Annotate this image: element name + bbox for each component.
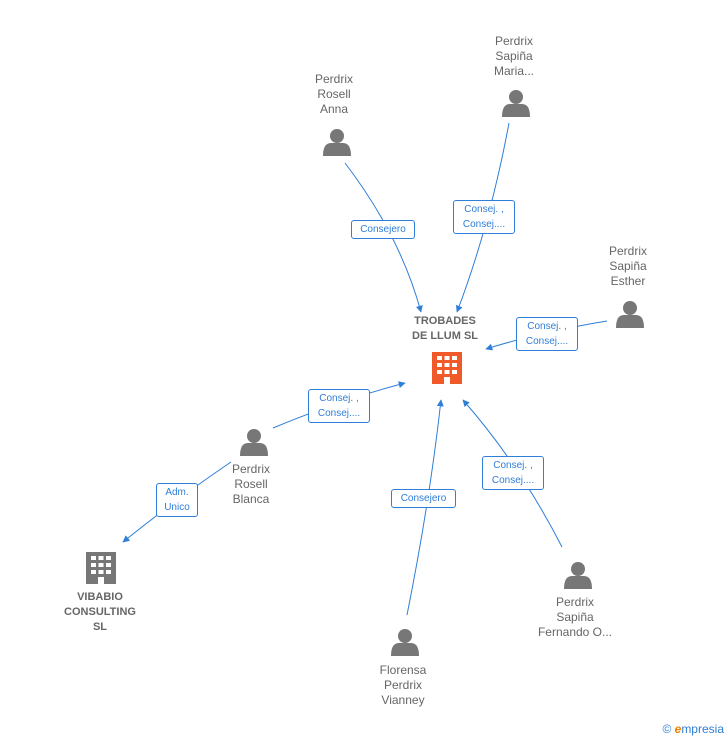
person-label-line: Fernando O... xyxy=(537,625,613,639)
company-label-line: VIBABIO xyxy=(77,591,123,603)
person-label-line: Anna xyxy=(319,102,349,116)
company-label-trobades[interactable]: TROBADES DE LLUM SL xyxy=(395,314,495,344)
edge-label-line: Consej.... xyxy=(462,219,506,230)
person-label-line: Rosell xyxy=(234,477,268,491)
person-label-sapina-maria[interactable]: Perdrix Sapiña Maria... xyxy=(474,34,554,79)
person-icon-sapina-maria[interactable] xyxy=(502,90,530,117)
person-label-line: Esther xyxy=(610,274,646,288)
edge-label-line: Adm. xyxy=(165,487,189,498)
copyright-symbol: © xyxy=(662,722,672,736)
edge-label-anna[interactable]: Consejero xyxy=(351,220,415,239)
person-label-line: Perdrix xyxy=(231,462,270,476)
company-label-line: DE LLUM SL xyxy=(412,330,478,342)
person-label-line: Perdrix xyxy=(314,72,353,86)
person-label-line: Maria... xyxy=(493,64,534,78)
person-label-rosell-anna[interactable]: Perdrix Rosell Anna xyxy=(294,72,374,117)
edge-label-admin[interactable]: Adm. Unico xyxy=(156,483,198,517)
building-icon-vibabio[interactable] xyxy=(86,552,116,584)
edge-label-line: Consejero xyxy=(400,493,447,504)
building-icon-trobades[interactable] xyxy=(432,352,462,384)
person-label-line: Perdrix xyxy=(383,678,422,692)
person-label-line: Rosell xyxy=(317,87,351,101)
person-label-line: Perdrix xyxy=(555,595,594,609)
edge-label-blanca[interactable]: Consej. , Consej.... xyxy=(308,389,370,423)
person-icon-rosell-blanca[interactable] xyxy=(240,429,268,456)
person-label-rosell-blanca[interactable]: Perdrix Rosell Blanca xyxy=(211,462,291,507)
person-label-line: Sapiña xyxy=(556,610,594,624)
person-label-line: Perdrix xyxy=(494,34,533,48)
person-label-line: Vianney xyxy=(381,693,425,707)
person-label-florensa[interactable]: Florensa Perdrix Vianney xyxy=(363,663,443,708)
edge-label-line: Consej.... xyxy=(525,336,569,347)
edge-label-line: Consej. , xyxy=(319,393,359,404)
company-label-line: SL xyxy=(92,621,108,633)
company-label-line: TROBADES xyxy=(414,315,476,327)
edge-label-maria[interactable]: Consej. , Consej.... xyxy=(453,200,515,234)
edge-label-line: Consej.... xyxy=(491,475,535,486)
person-label-line: Sapiña xyxy=(609,259,647,273)
person-icon-rosell-anna[interactable] xyxy=(323,129,351,156)
edge-label-esther[interactable]: Consej. , Consej.... xyxy=(516,317,578,351)
person-label-line: Perdrix xyxy=(608,244,647,258)
person-label-line: Blanca xyxy=(232,492,270,506)
person-label-line: Florensa xyxy=(379,663,427,677)
brand-initial: e xyxy=(674,722,682,736)
person-label-sapina-fernando[interactable]: Perdrix Sapiña Fernando O... xyxy=(525,595,625,640)
company-label-vibabio[interactable]: VIBABIO CONSULTING SL xyxy=(50,590,150,635)
edge-label-fernando[interactable]: Consej. , Consej.... xyxy=(482,456,544,490)
person-icon-sapina-fernando[interactable] xyxy=(564,562,592,589)
brand-name: mpresia xyxy=(681,722,724,736)
edge-label-line: Consej. , xyxy=(527,321,567,332)
person-icon-sapina-esther[interactable] xyxy=(616,301,644,328)
edge-label-line: Unico xyxy=(164,502,190,513)
copyright-notice: © empresia xyxy=(662,722,724,736)
person-label-line: Sapiña xyxy=(495,49,533,63)
person-icon-florensa[interactable] xyxy=(391,629,419,656)
company-label-line: CONSULTING xyxy=(64,606,136,618)
edge-label-line: Consej. , xyxy=(464,204,504,215)
person-label-sapina-esther[interactable]: Perdrix Sapiña Esther xyxy=(588,244,668,289)
edge-label-florensa[interactable]: Consejero xyxy=(391,489,456,508)
edge-label-line: Consej. , xyxy=(493,460,533,471)
edge-label-line: Consej.... xyxy=(317,408,361,419)
edge-label-line: Consejero xyxy=(360,224,406,235)
